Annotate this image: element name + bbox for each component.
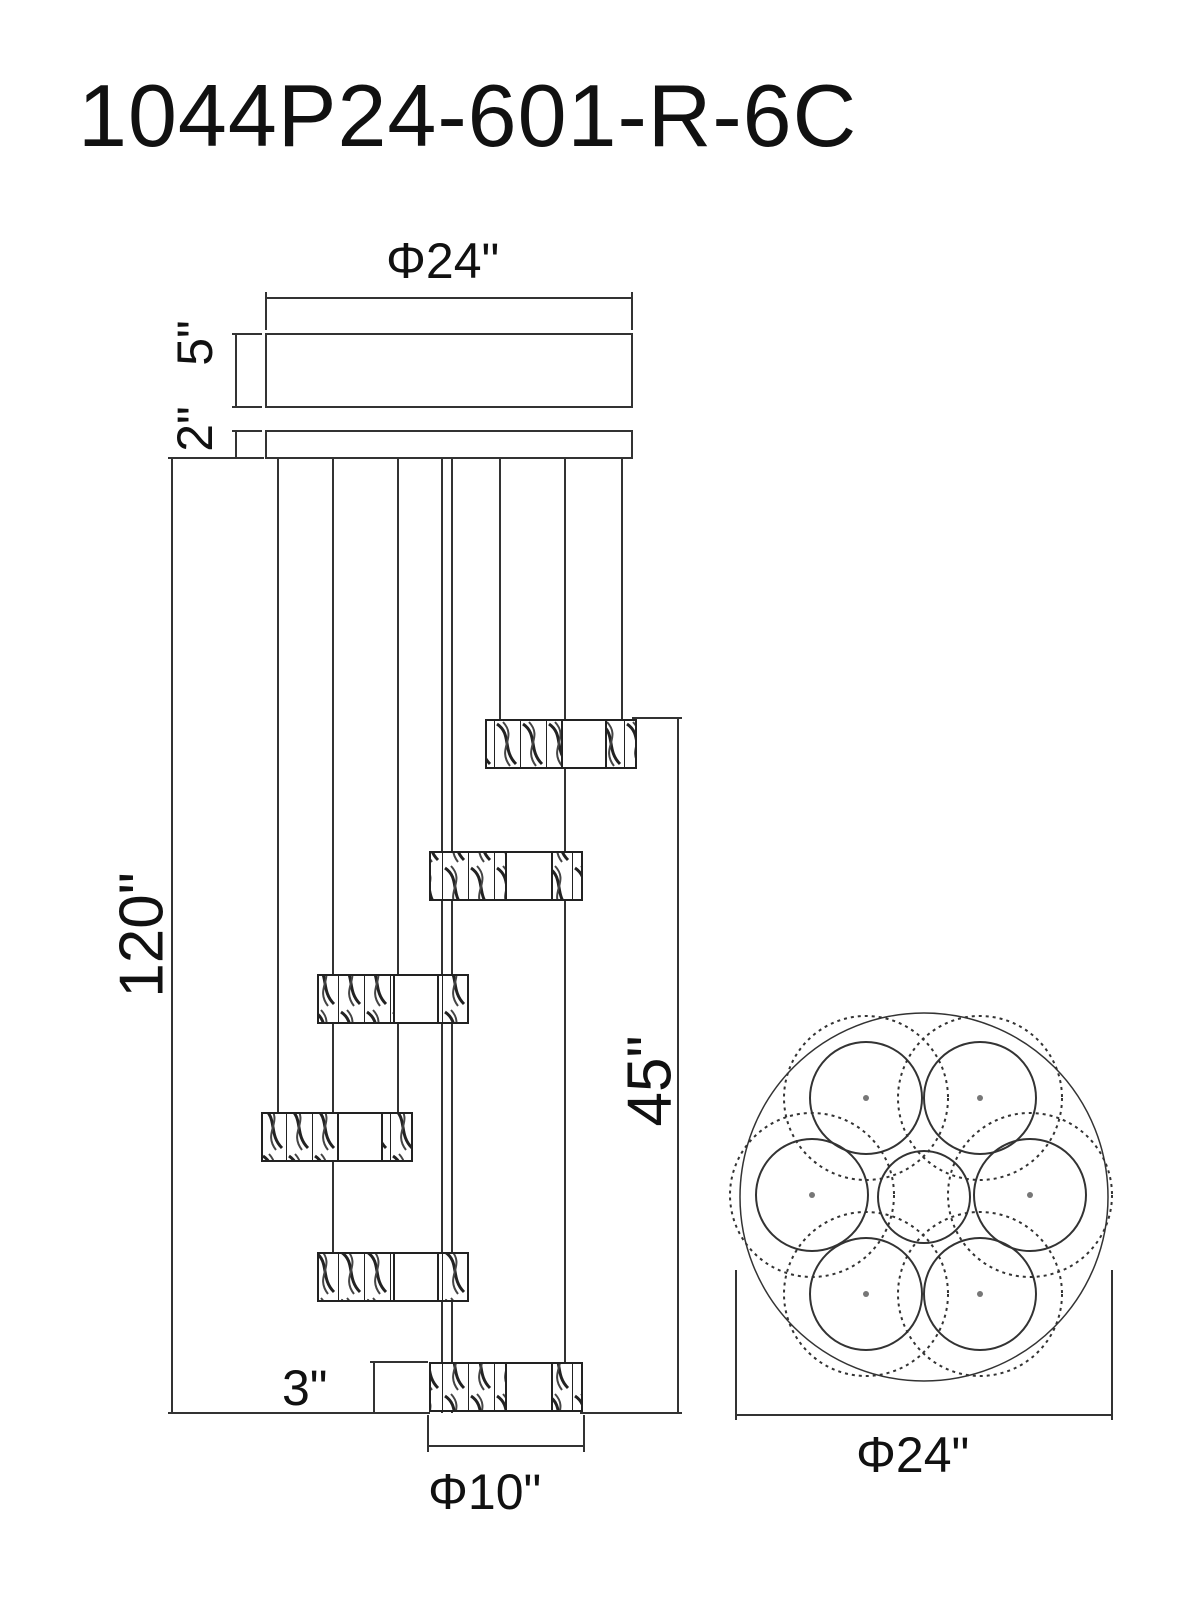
pendant-diameter-label: Φ10" bbox=[428, 1464, 542, 1520]
outer-ring-5 bbox=[783, 1211, 949, 1377]
pendant-height-label: 3" bbox=[282, 1360, 328, 1416]
center-ring bbox=[877, 1150, 971, 1244]
bottom-view bbox=[729, 1012, 1113, 1420]
pendant-3 bbox=[317, 974, 469, 1024]
pendant-1 bbox=[485, 719, 637, 769]
pendant-5 bbox=[317, 1252, 469, 1302]
canopy-box bbox=[265, 333, 633, 408]
outer-ring-6 bbox=[897, 1211, 1063, 1377]
model-number-title: 1044P24-601-R-6C bbox=[78, 66, 858, 165]
pendant-2 bbox=[429, 851, 583, 901]
bottom-view-diameter-label: Φ24" bbox=[856, 1427, 970, 1483]
pendant-4 bbox=[261, 1112, 413, 1162]
outer-ring-4 bbox=[947, 1112, 1113, 1278]
pendant-6 bbox=[429, 1362, 583, 1412]
outer-ring-2 bbox=[897, 1015, 1063, 1181]
outer-ring-3 bbox=[729, 1112, 895, 1278]
mounting-plate bbox=[265, 430, 633, 459]
canopy-diameter-label: Φ24" bbox=[386, 233, 500, 289]
